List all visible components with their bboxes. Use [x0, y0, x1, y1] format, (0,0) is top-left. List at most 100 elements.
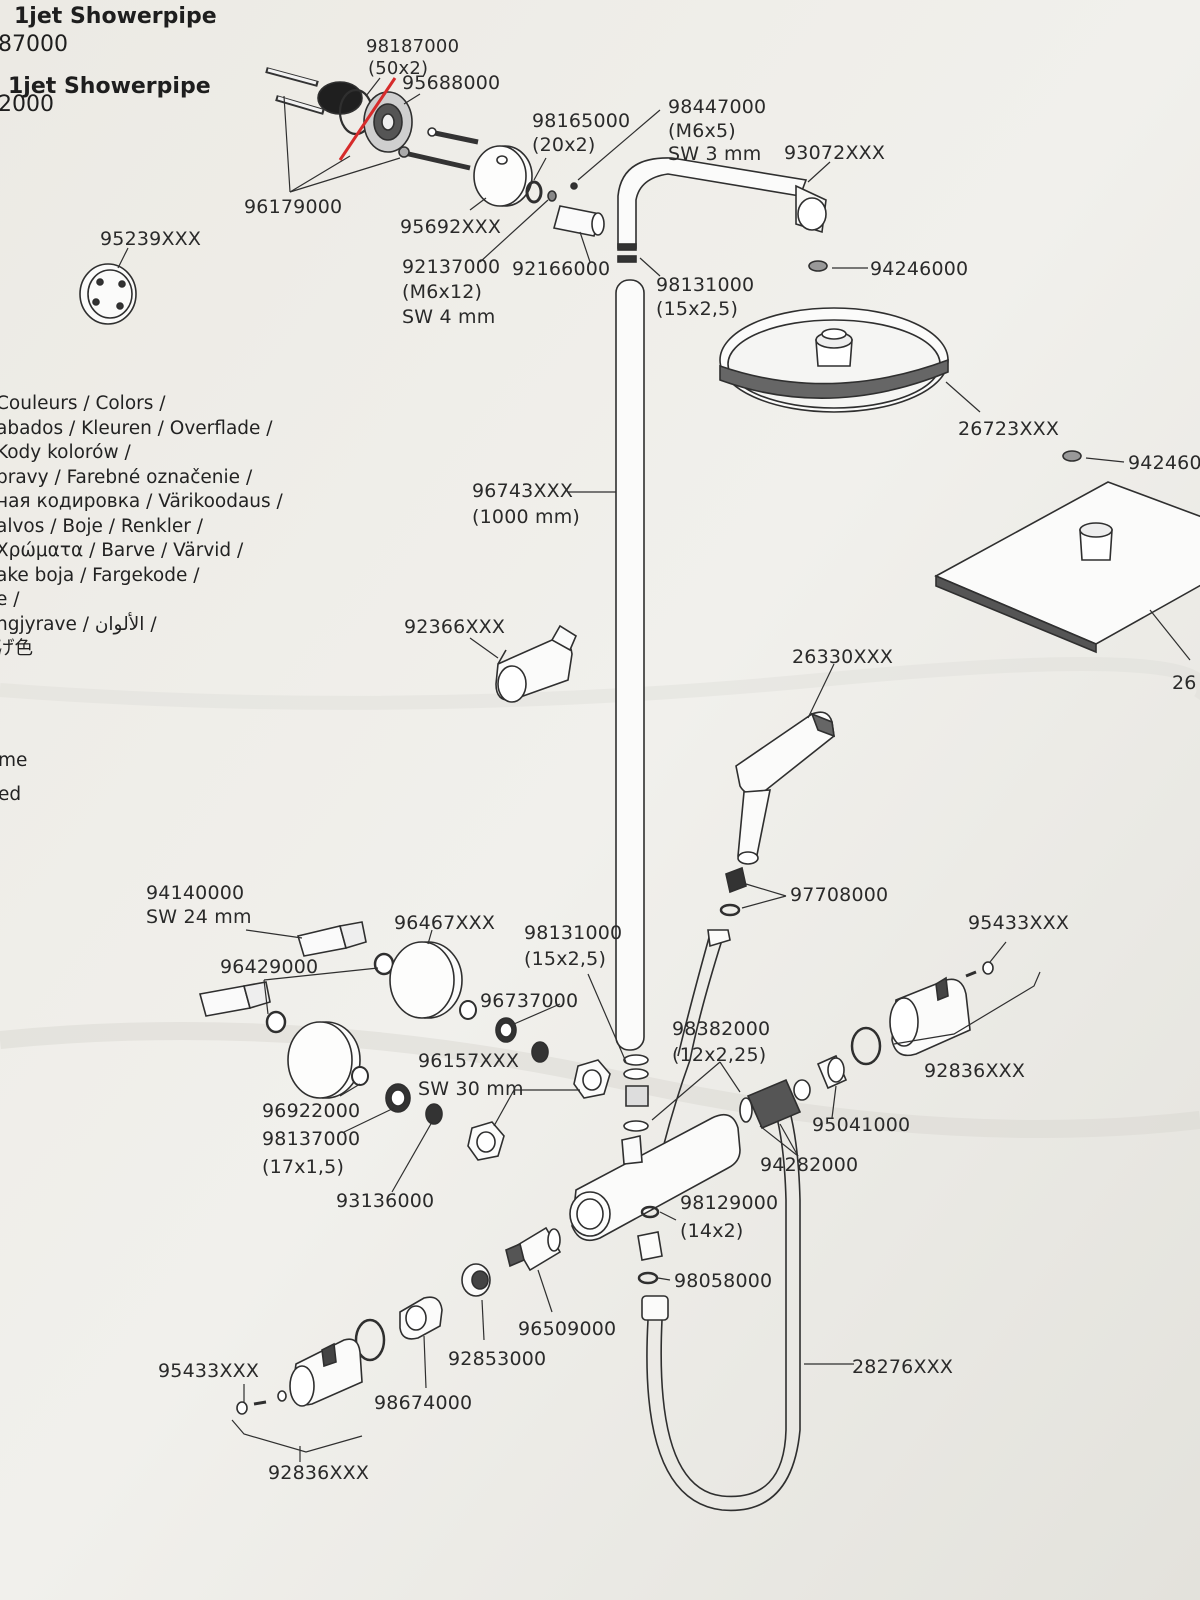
hose-28276	[641, 929, 801, 1512]
thermostat-handle-92836-left	[289, 1338, 363, 1407]
leader-98447000	[577, 109, 661, 181]
paper-crease	[0, 657, 1200, 710]
shower-arm-93072	[617, 157, 827, 263]
screws-96179000	[398, 127, 479, 171]
part-label: 95692XXX	[400, 216, 502, 238]
part-label-size: (20x2)	[532, 134, 596, 156]
leader-92166000	[579, 231, 591, 263]
s-union-94140000-lower	[198, 981, 271, 1017]
part-label: 92836XXX	[924, 1060, 1026, 1082]
rosette-96922000	[287, 1021, 361, 1099]
union-nut-96157-lower	[467, 1121, 505, 1161]
part-label-size: (14x2)	[680, 1220, 744, 1242]
leader-98187000	[365, 77, 381, 97]
thermostat-handle-92836-right	[889, 976, 971, 1057]
bracket-92836-right	[893, 971, 1041, 1045]
part-label: 98382000	[672, 1018, 771, 1040]
part-label: 98165000	[532, 110, 631, 132]
slider-holder-92366	[495, 624, 578, 703]
union-nut-96157-upper	[573, 1059, 611, 1099]
part-label-size: (M6x5)	[668, 120, 736, 142]
colors-legend-line: e /	[0, 589, 20, 610]
part-label: 96743XXX	[472, 480, 574, 502]
part-label: 96922000	[262, 1100, 361, 1122]
part-label-length: (1000 mm)	[472, 506, 581, 528]
part-label: 95688000	[402, 72, 501, 94]
screw-95433-right	[965, 961, 994, 978]
seal-rosette-upper	[459, 1000, 477, 1020]
part-label: 94282000	[760, 1154, 859, 1176]
colors-legend-line: ngjyrave / الألوان /	[0, 613, 157, 635]
leader-96467	[427, 929, 433, 945]
side-note-me: me	[0, 750, 28, 771]
part-label: 92836XXX	[268, 1462, 370, 1484]
leader-92366	[469, 637, 499, 659]
part-label: 98674000	[374, 1392, 473, 1414]
screw-95433-left	[236, 1390, 287, 1415]
leader-98131000a	[639, 257, 661, 277]
product-code-2: 2000	[0, 92, 54, 117]
part-label: 96737000	[480, 990, 579, 1012]
seal-20x2	[525, 180, 543, 204]
part-label: 98131000	[656, 274, 755, 296]
leader-98129000	[659, 1211, 677, 1221]
part-label: 92137000	[402, 256, 501, 278]
hand-shower-26330	[735, 711, 835, 865]
colors-legend: Couleurs / Colors / abados / Kleuren / O…	[0, 392, 283, 662]
part-label-size: (12x2,25)	[672, 1044, 767, 1066]
part-label-sw: SW 30 mm	[418, 1078, 524, 1100]
part-label: 96429000	[220, 956, 319, 978]
part-label: 97708000	[790, 884, 889, 906]
part-label-sw: SW 24 mm	[146, 906, 252, 928]
leader-97708000	[741, 895, 787, 909]
nipple-98058000	[637, 1231, 663, 1285]
leader-97708000	[745, 883, 787, 897]
part-label: 96157XXX	[418, 1050, 520, 1072]
leader-95433a	[989, 941, 1007, 963]
product-code-1: 87000	[0, 32, 68, 57]
part-label: 95433XXX	[968, 912, 1070, 934]
leader-92137000	[479, 199, 549, 263]
seal-96429000-lower	[265, 1010, 287, 1034]
part-label: 93072XXX	[784, 142, 886, 164]
colors-legend-line: pravy / Farebné označenie /	[0, 466, 253, 488]
part-label: 95239XXX	[100, 228, 202, 250]
nipple-97708000	[719, 866, 747, 917]
part-label: 92853000	[448, 1348, 547, 1370]
riser-pipe-96743	[615, 279, 645, 1051]
part-label: 942460	[1128, 452, 1200, 474]
leader-98674000	[423, 1335, 427, 1389]
rosette-96467	[389, 941, 463, 1019]
part-label: 95433XXX	[158, 1360, 260, 1382]
leader-93136000	[391, 1121, 433, 1193]
part-label: 92166000	[512, 258, 611, 280]
leader-96179000	[283, 95, 291, 193]
leader-95692	[469, 197, 487, 211]
seal-98129000	[640, 1205, 660, 1219]
ring-left-handle	[354, 1318, 386, 1362]
leader-92853000	[481, 1299, 485, 1341]
leader-94246-square	[1085, 457, 1125, 463]
leader-94140000	[245, 929, 303, 939]
leader-95688000	[403, 93, 421, 105]
adapter-98674000	[399, 1296, 443, 1340]
part-label-sw: SW 4 mm	[402, 306, 496, 328]
leader-95239	[117, 247, 129, 269]
seals-98131000	[623, 1054, 649, 1132]
leader-98382000	[651, 1061, 721, 1121]
colors-legend-line: abados / Kleuren / Overflade /	[0, 417, 273, 439]
square-overhead-shower	[934, 481, 1200, 654]
part-label: 26330XXX	[792, 646, 894, 668]
part-label-size: (15x2,5)	[524, 948, 607, 970]
gasket-94246000	[808, 260, 828, 272]
leader-96179000	[289, 157, 401, 193]
product-title-2: 1jet Showerpipe	[8, 74, 211, 99]
grub-screw-m6x5	[570, 182, 578, 190]
side-note-ed: ed	[0, 784, 22, 805]
thermostat-body	[569, 1113, 741, 1242]
round-overhead-shower-26723	[719, 307, 949, 413]
part-label-size: (50x2)	[368, 58, 429, 79]
leader-98131000b	[587, 973, 627, 1063]
pen-cross-mark	[338, 77, 397, 161]
colors-legend-line: alvos / Boje / Renkler /	[0, 515, 203, 537]
